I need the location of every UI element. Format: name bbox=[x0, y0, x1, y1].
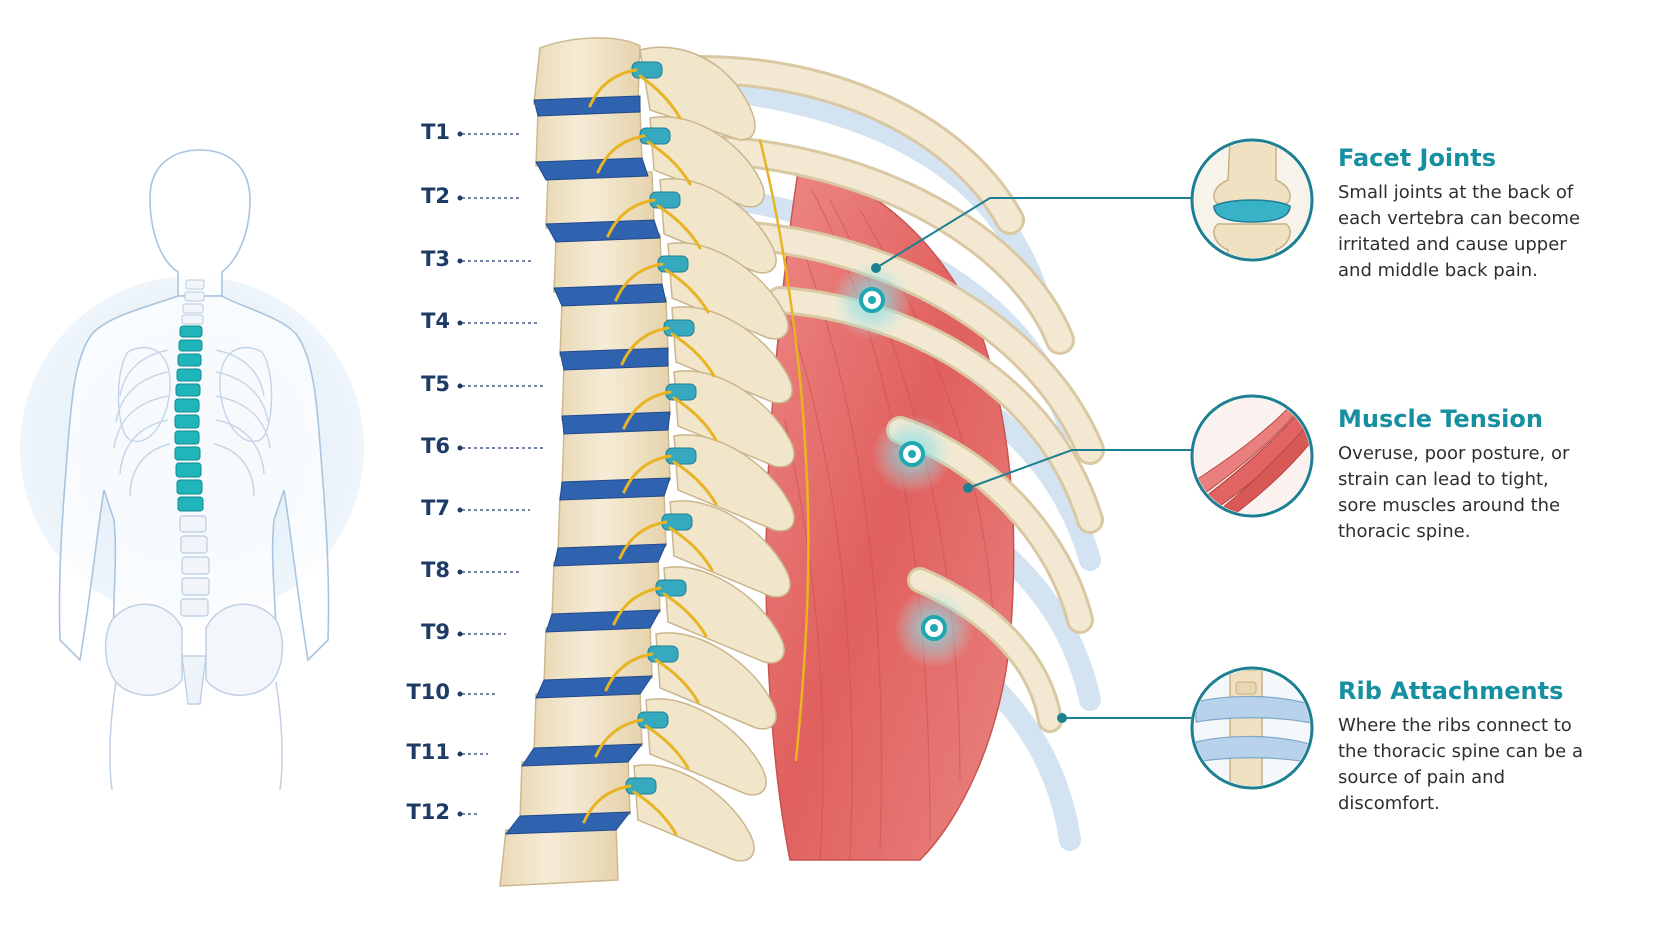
muscle-tension-title: Muscle Tension bbox=[1338, 405, 1543, 433]
level-label-t2: T2 bbox=[421, 184, 450, 208]
level-label-t10: T10 bbox=[406, 680, 450, 704]
body-silhouette bbox=[20, 149, 364, 791]
level-label-t9: T9 bbox=[421, 620, 450, 644]
thoracic-spine-highlight bbox=[174, 325, 204, 512]
level-label-t8: T8 bbox=[421, 558, 450, 582]
ribs bbox=[685, 55, 1105, 733]
facet-joint-icon bbox=[1190, 138, 1314, 262]
facet-joints-title: Facet Joints bbox=[1338, 144, 1497, 172]
pain-points bbox=[832, 260, 974, 668]
vertebral-column bbox=[499, 37, 671, 887]
level-label-t6: T6 bbox=[421, 434, 450, 458]
rib-attachments-title: Rib Attachments bbox=[1338, 677, 1564, 705]
level-dots bbox=[457, 131, 463, 817]
spinous-processes bbox=[633, 46, 795, 862]
rib-attachment-icon bbox=[1190, 666, 1314, 790]
level-label-t5: T5 bbox=[421, 372, 450, 396]
muscle-tension-description: Overuse, poor posture, or strain can lea… bbox=[1338, 443, 1570, 542]
level-label-t4: T4 bbox=[421, 309, 450, 333]
level-label-t7: T7 bbox=[421, 496, 450, 520]
muscle-fiber-icon bbox=[1190, 394, 1314, 518]
rib-attachments-description: Where the ribs connect to the thoracic s… bbox=[1338, 715, 1584, 814]
facet-joints-description: Small joints at the back of each vertebr… bbox=[1338, 182, 1581, 281]
callout-connectors bbox=[871, 197, 1192, 723]
spinal-nerves bbox=[582, 68, 810, 836]
level-label-t3: T3 bbox=[421, 247, 450, 271]
level-label-t11: T11 bbox=[406, 740, 450, 764]
level-label-t12: T12 bbox=[406, 800, 450, 824]
level-leaders bbox=[462, 133, 546, 815]
level-label-t1: T1 bbox=[421, 120, 450, 144]
